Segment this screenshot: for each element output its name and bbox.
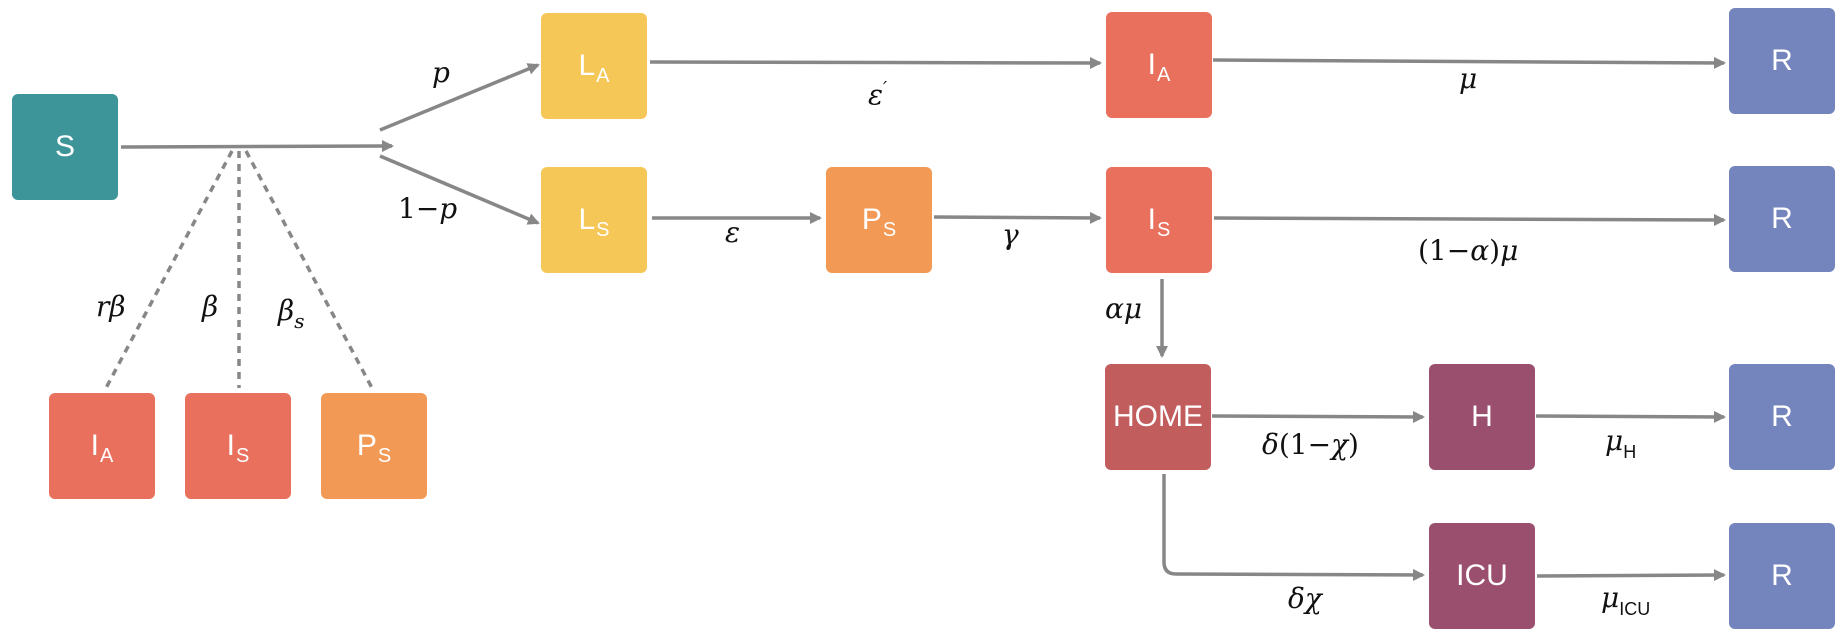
node-IA-label: I [1147, 48, 1156, 81]
edge-branch-la [379, 63, 540, 132]
label-one-minus-alpha-mu: (1−α)μ [1418, 234, 1518, 267]
edge-home-h [1211, 410, 1425, 423]
node-S: S [12, 94, 118, 200]
label-mu: μ [1459, 62, 1478, 95]
node-R2-label: R [1771, 202, 1793, 235]
label-eps-prime-symbol: ε [868, 78, 884, 112]
node-bottom-IS-sub: S [236, 444, 250, 467]
edge-branch-ls [379, 154, 540, 225]
label-oam-open: (1− [1418, 234, 1471, 267]
label-r-beta: rβ [96, 290, 126, 323]
label-dchi-delta: δ [1262, 428, 1279, 461]
node-IS-sub: S [1157, 218, 1171, 241]
label-oam-close: ) [1489, 234, 1501, 267]
label-oam-mu: μ [1500, 234, 1519, 267]
label-beta-s-symbol: β [278, 294, 295, 327]
label-eps-prime-mark: ′ [883, 78, 888, 99]
node-LA-sub: A [596, 64, 610, 87]
node-PS-sub: S [882, 218, 897, 241]
edge-is-r2 [1213, 213, 1726, 226]
label-delta-one-minus-chi: δ(1−χ) [1262, 428, 1359, 461]
edge-home-icu [1162, 474, 1425, 581]
label-delta-chi: δχ [1288, 582, 1322, 615]
label-oam-alpha: α [1470, 234, 1490, 267]
label-mu-h-symbol: μ [1605, 424, 1624, 457]
node-R1: R [1729, 8, 1835, 114]
node-R4-label: R [1771, 559, 1793, 592]
label-mu-icu-sub: ICU [1619, 599, 1651, 619]
node-H: H [1429, 364, 1535, 470]
label-beta-s: βs [278, 294, 304, 333]
edge-s-branch [120, 140, 394, 153]
node-LS-sub: S [596, 218, 610, 241]
label-dchi-open: (1− [1278, 428, 1332, 461]
label-dchi-close: ) [1348, 428, 1359, 461]
edge-icu-r4 [1536, 569, 1726, 582]
node-bottom-IA-sub: A [100, 444, 114, 467]
label-mu-h-sub: H [1623, 442, 1637, 462]
edge-ia-r1 [1212, 56, 1726, 69]
label-mu-h: μH [1605, 424, 1636, 462]
label-one-minus-p: 1−p [398, 192, 457, 225]
label-dchi-chi: χ [1331, 428, 1349, 461]
node-PS-label: P [861, 203, 882, 236]
edge-h-r3 [1535, 410, 1726, 423]
node-R1-label: R [1771, 44, 1793, 77]
node-HOME: HOME [1105, 364, 1211, 470]
node-bottom-PS-label: P [356, 429, 377, 462]
label-one-minus-p-num: 1− [398, 192, 440, 225]
node-ICU-label: ICU [1456, 559, 1508, 592]
dashed-contact-ps [244, 150, 374, 389]
node-R3: R [1729, 364, 1835, 470]
label-eps: ε [725, 216, 741, 249]
node-H-label: H [1471, 400, 1493, 433]
label-p: p [432, 56, 450, 89]
label-mu-icu: μICU [1601, 581, 1650, 619]
edge-ps-is [933, 211, 1102, 224]
node-LS-label: L [578, 203, 596, 236]
node-R3-label: R [1771, 400, 1793, 433]
node-bottom-IA-label: I [90, 429, 99, 462]
edge-la-ia [649, 56, 1102, 69]
dashed-contact-ia [104, 150, 234, 389]
node-R4: R [1729, 523, 1835, 629]
label-beta-s-sub: s [294, 309, 305, 333]
node-S-label: S [54, 130, 75, 163]
node-R2: R [1729, 166, 1835, 272]
label-gamma: γ [1002, 218, 1019, 251]
node-HOME-label: HOME [1113, 400, 1203, 433]
label-one-minus-p-var: p [439, 192, 458, 225]
label-mu-icu-symbol: μ [1601, 581, 1620, 614]
node-bottom-IS-label: I [226, 429, 235, 462]
node-ICU: ICU [1429, 523, 1535, 629]
node-IA-sub: A [1157, 63, 1171, 86]
node-IS-label: I [1147, 203, 1156, 236]
node-LA-label: L [578, 49, 596, 82]
label-eps-prime: ε′ [868, 78, 887, 111]
node-bottom-PS-sub: S [377, 444, 392, 467]
label-alpha-mu: αμ [1105, 292, 1143, 325]
label-beta: β [202, 290, 219, 323]
